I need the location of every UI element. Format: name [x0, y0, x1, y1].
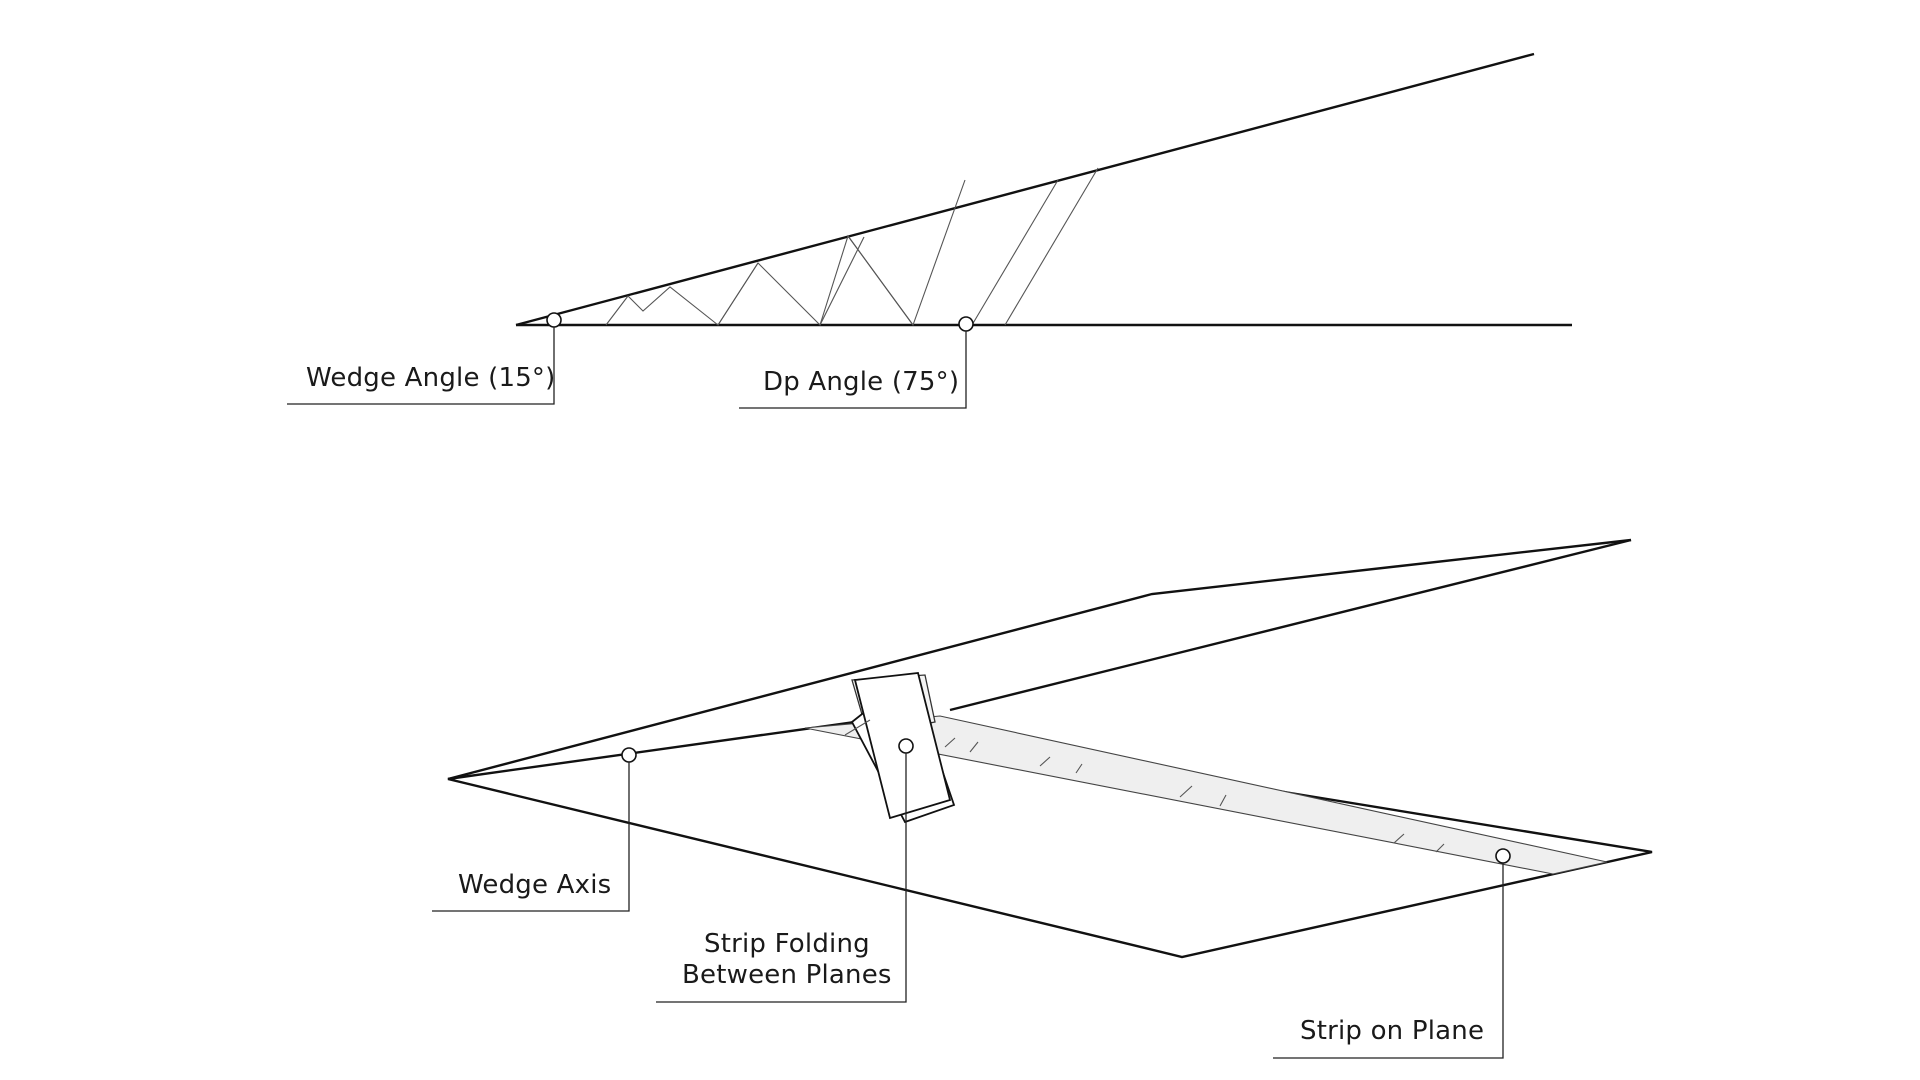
wedge-axis-label: Wedge Axis — [458, 870, 611, 900]
fold-line — [819, 236, 865, 326]
dp-angle-leader — [739, 331, 967, 409]
fold-line — [717, 262, 759, 326]
wedge-angle-leader — [287, 327, 555, 405]
top-wedge-figure: Wedge Angle (15°) Dp Angle (75°) — [287, 52, 1572, 409]
wedge-axis-marker — [621, 747, 637, 763]
fold-line — [971, 179, 1059, 326]
lower-plane — [447, 720, 1653, 959]
wedge-upper-edge — [515, 52, 1535, 327]
dp-angle-marker — [958, 316, 974, 332]
strip-folding-leader — [656, 753, 907, 1003]
wedge-axis-leader — [432, 762, 630, 912]
fold-crease — [844, 719, 871, 736]
fold-line — [1004, 167, 1099, 326]
strip-on-plane-label: Strip on Plane — [1300, 1016, 1484, 1046]
dp-angle-label: Dp Angle (75°) — [763, 367, 959, 397]
strip-folding-label-line2: Between Planes — [682, 960, 892, 990]
fold-line — [847, 235, 914, 326]
strip-folding-label-line1: Strip Folding — [704, 929, 870, 959]
strip-segment-lines — [944, 737, 1445, 853]
zigzag-fold-pattern — [605, 167, 1099, 327]
strip-on-plane-marker — [1495, 848, 1511, 864]
wedge-angle-marker — [546, 312, 562, 328]
bottom-wedge-figure: Wedge Axis Strip Folding Between Planes … — [432, 538, 1653, 1059]
wedge-angle-label: Wedge Angle (15°) — [306, 363, 555, 393]
strip-on-plane-leader — [1273, 863, 1504, 1059]
upper-plane-edge — [447, 538, 1632, 781]
strip-folding-marker — [898, 738, 914, 754]
upper-plane-front-edge — [949, 538, 1632, 712]
